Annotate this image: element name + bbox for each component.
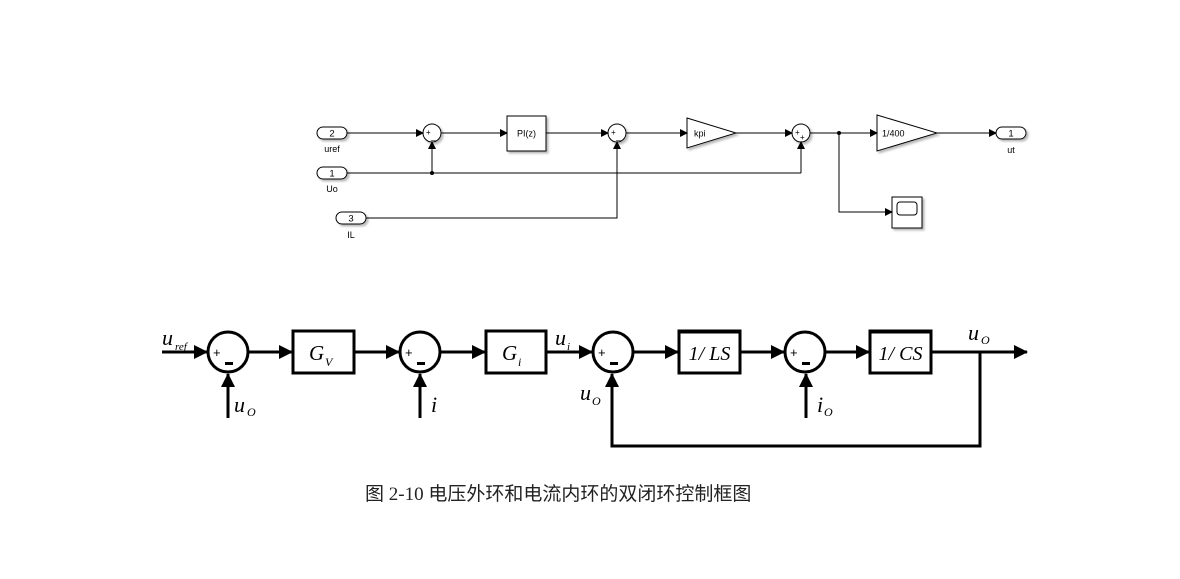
sum-block-1[interactable]: + _ [422,123,442,143]
simulink-model: 2 uref 1 Uo 3 IL + _ PI(z) + [316,114,1027,240]
inport-uref-number: 2 [329,129,334,140]
gain-kpi-block[interactable]: kpi [686,117,738,149]
bd-label-io: i O [817,392,833,419]
bd-block-1-ls-label: 1/ LS [689,343,731,365]
bd-sum-3: + [591,330,635,374]
wire-il-sum2 [366,141,621,219]
bd-block-1-ls: 1/ LS [677,329,742,375]
bd-label-io-sub: O [824,405,833,419]
inport-uref-label: uref [324,144,340,154]
bd-label-uo-out-main: u [968,320,979,345]
block-diagram-wires [162,345,1028,448]
bd-label-i: i [431,392,437,417]
inport-uref[interactable]: 2 uref [316,126,348,154]
bd-sum-4-plus: + [790,345,798,360]
gain-scale-label: 1/400 [882,129,905,139]
inport-il[interactable]: 3 IL [335,211,367,240]
scope-screen-icon [896,201,918,216]
bd-label-uo-2: u O [580,380,601,408]
bd-label-uo-1: u O [234,392,256,419]
bd-block-1-cs-label: 1/ CS [879,343,923,365]
inport-il-label: IL [347,230,355,240]
bd-label-ui-main: u [555,325,566,350]
sum-3-plus-2: + [800,133,805,142]
pi-block-label: PI(z) [517,129,536,139]
bd-sum-4: + [783,330,827,374]
wire-feedback-uo [605,352,982,448]
bd-sum-2-plus: + [405,345,413,360]
inport-uo-label: Uo [326,184,338,194]
pi-controller-block[interactable]: PI(z) [506,115,547,152]
bd-label-uo-out: u O [968,320,990,347]
bd-label-io-main: i [817,392,823,417]
bd-label-uref-main: u [162,325,173,350]
sum-1-plus: + [426,128,431,137]
bd-label-ui: u i [555,325,570,353]
bd-block-gi: G i [484,329,548,375]
inport-il-number: 3 [348,214,353,225]
sum-3-plus-1: + [795,128,800,137]
sum-block-3[interactable]: + + [791,123,811,143]
gain-kpi-label: kpi [694,129,706,139]
bd-block-gv: G V [291,329,356,375]
junction-dot-uo [430,171,434,175]
sum-block-2[interactable]: + _ [607,123,627,143]
sum-2-plus: + [611,128,616,137]
bd-label-i-main: i [431,392,437,417]
bd-sum-1-plus: + [213,345,221,360]
gain-scale-block[interactable]: 1/400 [876,114,939,152]
bd-sum-3-plus: + [598,345,606,360]
bd-label-uo-out-sub: O [981,333,990,347]
outport-ut[interactable]: 1 ut [995,126,1027,155]
wire-branch-scope [838,133,893,216]
bd-block-gv-sub: V [325,355,334,369]
bd-block-gi-sub: i [518,355,521,369]
bd-label-uo-1-main: u [234,392,245,417]
scope-block[interactable] [891,196,923,229]
figure-caption: 图 2-10 电压外环和电流内环的双闭环控制框图 [365,483,751,505]
bd-sum-2-minus [417,362,425,365]
bd-label-uo-2-sub: O [592,394,601,408]
bd-label-uref: u ref [162,325,189,353]
bd-label-uref-sub: ref [175,341,189,353]
inport-uo-number: 1 [329,169,334,180]
outport-ut-number: 1 [1008,129,1013,140]
bd-sum-1: + [206,330,250,374]
inport-uo[interactable]: 1 Uo [316,166,348,194]
block-diagram: + + + + G V G i [162,320,1028,448]
simulink-wires [347,129,997,219]
sum-1-minus: _ [430,132,436,141]
bd-block-gi-main: G [502,341,517,365]
bd-sum-1-minus [225,362,233,365]
bd-sum-3-minus [610,362,618,365]
bd-block-1-cs: 1/ CS [868,329,933,375]
sum-2-minus: _ [615,132,621,141]
bd-label-uo-2-main: u [580,380,591,405]
bd-sum-2: + [398,330,442,374]
outport-ut-label: ut [1007,145,1015,155]
junction-dot-out [837,131,841,135]
bd-sum-4-minus [802,362,810,365]
bd-label-ui-sub: i [567,341,570,353]
bd-label-uo-1-sub: O [247,405,256,419]
bd-block-gv-main: G [309,341,324,365]
